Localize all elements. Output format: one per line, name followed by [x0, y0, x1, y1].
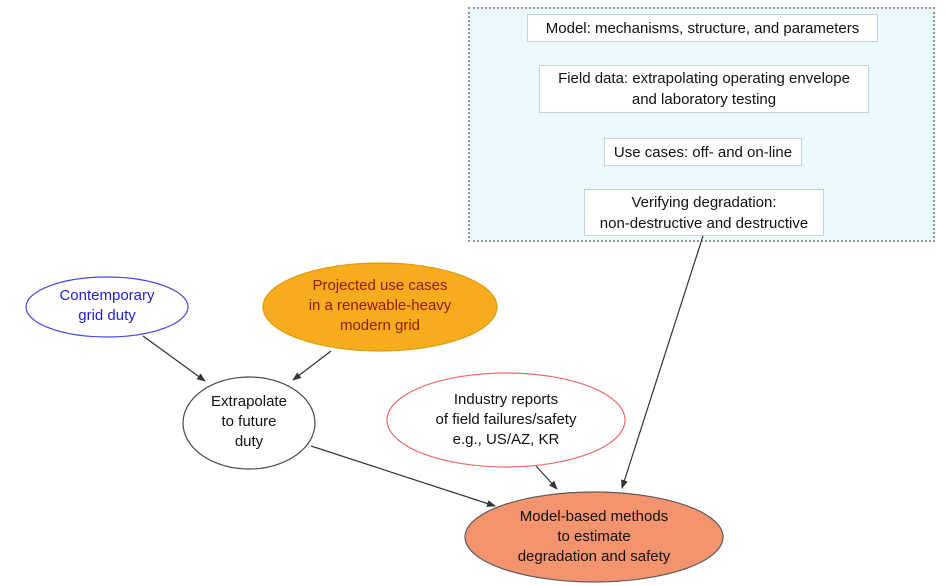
contemporary-grid-duty-ellipse — [25, 276, 189, 338]
node-label-industry-reports: Industry reports of field failures/safet… — [435, 391, 577, 448]
panel-box-model: Model: mechanisms, structure, and parame… — [527, 14, 878, 42]
model-based-methods-ellipse — [464, 491, 724, 583]
arrow-industry-to-model-based — [535, 465, 558, 490]
arrow-extrapolate-to-model-based — [310, 445, 496, 507]
node-label-model-based-methods: Model-based methods to estimate degradat… — [517, 508, 671, 565]
node-label-extrapolate-to-future-duty: Extrapolate to future duty — [211, 393, 287, 450]
node-label-contemporary-grid-duty: Contemporary grid duty — [59, 287, 155, 324]
arrow-contemporary-to-extrapolate — [142, 335, 206, 382]
panel-box-verifying-degradation: Verifying degradation: non-destructive a… — [584, 189, 824, 236]
panel-box-use-cases: Use cases: off- and on-line — [604, 138, 802, 166]
arrow-projected-to-extrapolate — [292, 350, 332, 381]
node-label-projected-use-cases: Projected use cases in a renewable-heavy… — [308, 277, 452, 334]
arrow-panel-to-model-based — [621, 235, 704, 489]
methods-panel: Model: mechanisms, structure, and parame… — [468, 7, 935, 242]
extrapolate-to-future-duty-ellipse — [182, 376, 316, 470]
projected-use-cases-ellipse — [262, 262, 498, 352]
panel-box-field-data: Field data: extrapolating operating enve… — [539, 65, 869, 113]
industry-reports-ellipse — [386, 372, 626, 468]
